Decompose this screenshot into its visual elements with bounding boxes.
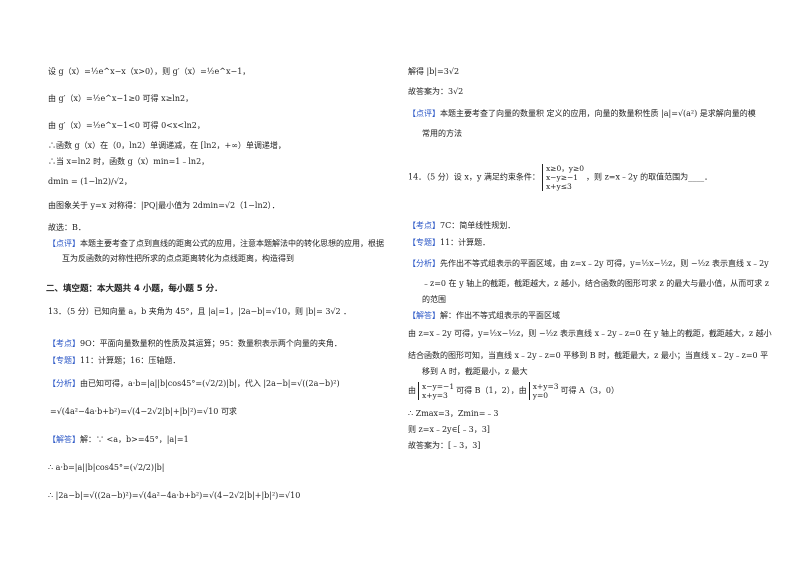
line-minimum: ∴当 x=ln2 时，函数 g（x）min=1﹣ln2，: [48, 157, 210, 166]
q14-constraint-1: x≥0，y≥0: [545, 164, 585, 173]
fenxi-line-2: ﹣z=0 在 y 轴上的截距，截距越大，z 越小，结合函数的图形可求 z 的最大…: [422, 279, 769, 288]
jieda-text-1: 解：作出不等式组表示的平面区域: [440, 311, 560, 320]
dianping-text-1: 本题主要考查了向量的数量积 定义的应用，向量的数量积性质 |a|=√(a²) 是…: [440, 109, 756, 118]
line-gx-increasing: 由 g′（x）=½e^x−1≥0 可得 x≥ln2，: [48, 94, 194, 103]
kaodian-line: 【考点】7C：简单线性规划．: [408, 220, 515, 231]
jieda-text-1: 解：∵ <a，b>=45°，|a|=1: [80, 435, 189, 444]
jieda-line-4: 移到 A 时，截距最小，z 最大: [422, 367, 528, 376]
line-monotonicity: ∴函数 g（x）在（0，ln2）单调递减，在 [ln2，+∞）单调递增，: [48, 141, 286, 150]
jd5-prefix: 由: [408, 386, 416, 395]
line-dmin: dmin = (1−ln2)/√2，: [48, 177, 132, 186]
review-text-1: 本题主要考查了点到直线的距离公式的应用，注意本题解法中的转化思想的应用，根据: [80, 239, 384, 248]
line-gx-decreasing: 由 g′（x）=½e^x−1<0 可得 0<x<ln2，: [48, 121, 205, 130]
jieda-tag: 【解答】: [48, 435, 80, 444]
review-line-2: 互为反函数的对称性把所求的点点距离转化为点线距离，构造得到: [62, 254, 294, 263]
dianping-tag: 【点评】: [408, 109, 440, 118]
system-b-eq-2: x+y=3: [422, 391, 448, 400]
kaodian-tag: 【考点】: [48, 339, 80, 348]
dianping-line-1: 【点评】本题主要考查了向量的数量积 定义的应用，向量的数量积性质 |a|=√(a…: [408, 108, 756, 119]
line-choice-b: 故选：B．: [48, 223, 86, 232]
answer-b-magnitude: 解得 |b|=3√2: [408, 67, 460, 76]
fenxi-tag: 【分析】: [48, 379, 80, 388]
zhuanti-tag: 【专题】: [408, 238, 440, 247]
jieda-line-6: ∴ Zmax=3，Zmin=﹣3: [408, 409, 499, 418]
jieda-line-8: 故答案为：[﹣3，3]: [408, 441, 481, 450]
zhuanti-text: 11：计算题；16：压轴题．: [80, 356, 181, 365]
line-gx-definition: 设 g（x）=½e^x−x（x>0），则 g′（x）=½e^x−1，: [48, 67, 251, 76]
zhuanti-line: 【专题】11：计算题；16：压轴题．: [48, 355, 180, 366]
kaodian-tag: 【考点】: [408, 221, 440, 230]
jieda-line-2: 由 z=x﹣2y 可得，y=½x−½z，则 −½z 表示直线 x﹣2y﹣z=0 …: [408, 329, 772, 338]
fenxi-line-1: 【分析】先作出不等式组表示的平面区域，由 z=x﹣2y 可得，y=½x−½z，则…: [408, 258, 769, 269]
fenxi-tag: 【分析】: [408, 259, 440, 268]
q14-constraint-3: x+y≤3: [545, 182, 572, 191]
jieda-line-3: ∴ |2a−b|=√((2a−b)²)=√(4a²−4a·b+b²)=√(4−2…: [48, 491, 301, 500]
zhuanti-text: 11：计算题．: [440, 238, 491, 247]
jd5-suffix: 可得 A（3，0）: [560, 386, 620, 395]
system-a-eq-1: x+y=3: [532, 382, 559, 391]
fenxi-text-1: 由已知可得，a·b=|a||b|cos45°=(√2/2)|b|，代入 |2a−…: [80, 379, 340, 388]
fenxi-line-2: =√(4a²−4a·b+b²)=√(4−2√2|b|+|b|²)=√10 可求: [50, 407, 237, 416]
q14-prefix: 14．（5 分）设 x，y 满足约束条件：: [408, 172, 540, 182]
section-heading: 二、填空题：本大题共 4 小题，每小题 5 分．: [46, 284, 223, 294]
line-pq-minimum: 由图象关于 y=x 对称得：|PQ|最小值为 2dmin=√2（1−ln2）．: [48, 201, 280, 210]
dianping-line-2: 常用的方法: [422, 129, 462, 138]
fenxi-line-3: 的范围: [422, 295, 446, 304]
system-a-eq-2: y=0: [532, 391, 548, 400]
jieda-line-1: 【解答】解：作出不等式组表示的平面区域: [408, 310, 560, 321]
review-line-1: 【点评】本题主要考查了点到直线的距离公式的应用，注意本题解法中的转化思想的应用，…: [48, 238, 384, 249]
jieda-line-1: 【解答】解：∵ <a，b>=45°，|a|=1: [48, 434, 189, 445]
system-b-eq-1: x−y=−1: [422, 382, 455, 391]
zhuanti-line: 【专题】11：计算题．: [408, 237, 490, 248]
kaodian-line: 【考点】9O：平面向量数量积的性质及其运算；95：数量积表示两个向量的夹角．: [48, 338, 342, 349]
jd5-middle: 可得 B（1，2），由: [456, 386, 527, 395]
jieda-line-7: 则 z=x﹣2y∈[﹣3，3]: [408, 425, 490, 434]
jieda-tag: 【解答】: [408, 311, 440, 320]
zhuanti-tag: 【专题】: [48, 356, 80, 365]
kaodian-text: 7C：简单线性规划．: [440, 221, 516, 230]
jieda-line-3: 结合函数的图形可知，当直线 x﹣2y﹣z=0 平移到 B 时，截距最大，z 最小…: [408, 351, 769, 360]
review-tag: 【点评】: [48, 239, 80, 248]
kaodian-text: 9O：平面向量数量积的性质及其运算；95：数量积表示两个向量的夹角．: [80, 339, 342, 348]
question-13: 13．（5 分）已知向量 a，b 夹角为 45°，且 |a|=1，|2a−b|=…: [48, 307, 352, 316]
answer-line: 故答案为：3√2: [408, 87, 464, 96]
fenxi-text-1: 先作出不等式组表示的平面区域，由 z=x﹣2y 可得，y=½x−½z，则 −½z…: [440, 259, 769, 268]
fenxi-line-1: 【分析】由已知可得，a·b=|a||b|cos45°=(√2/2)|b|，代入 …: [48, 378, 340, 389]
q14-constraint-2: x−y≥−1: [545, 173, 579, 182]
jieda-line-2: ∴ a·b=|a||b|cos45°=(√2/2)|b|: [48, 463, 165, 472]
q14-suffix: ，则 z=x﹣2y 的取值范围为____．: [586, 172, 713, 182]
